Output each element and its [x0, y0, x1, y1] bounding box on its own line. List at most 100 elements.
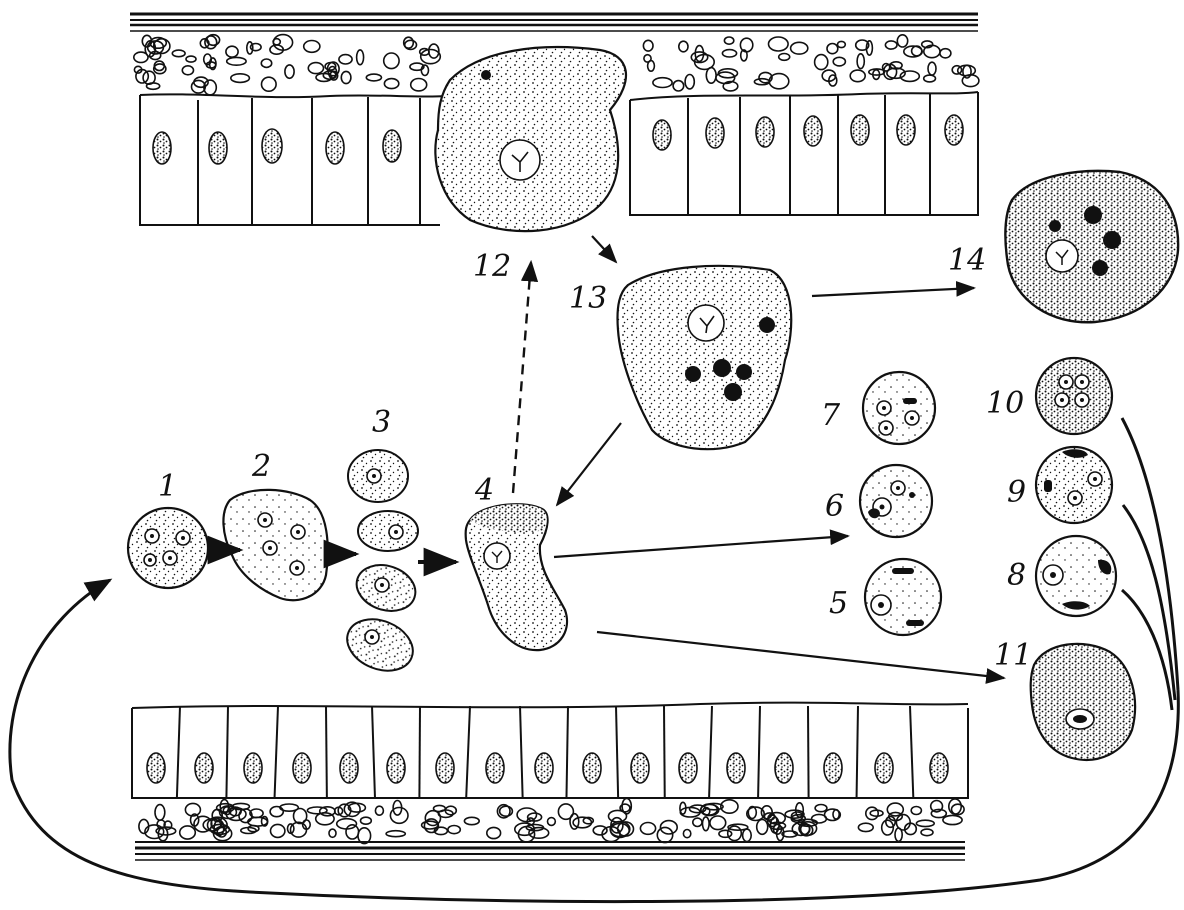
tissue-cell	[270, 807, 283, 817]
cell-1-mature-cyst	[128, 508, 208, 588]
cell-5-uninucleate-cyst	[865, 559, 941, 635]
tissue-cell	[924, 75, 936, 82]
tissue-cell	[683, 830, 690, 838]
tissue-cell	[643, 40, 653, 51]
tissue-cell	[308, 63, 323, 74]
tissue-cell	[653, 78, 672, 88]
epithelial-cell-border	[910, 706, 913, 798]
tissue-cell	[866, 807, 878, 819]
tissue-cell	[280, 804, 298, 811]
tissue-cell	[791, 42, 808, 54]
cell-11-dark-amoeba	[1031, 644, 1135, 760]
tissue-cell	[952, 66, 961, 74]
epithelial-cell-border	[419, 706, 420, 798]
tissue-cell	[928, 62, 936, 75]
tissue-cell	[931, 809, 946, 817]
tissue-cell	[329, 829, 336, 837]
tissue-cell	[361, 817, 372, 824]
tissue-cell	[227, 57, 246, 65]
arrow-4-to-12-dashed	[513, 262, 531, 493]
tissue-cell	[180, 826, 196, 839]
tissue-cell	[833, 810, 839, 819]
label-stage-4: 4	[474, 473, 494, 508]
epithelial-cell-border	[520, 706, 523, 798]
tissue-cell	[870, 810, 883, 816]
arrow-12-to-13	[592, 236, 616, 262]
epithelial-nucleus	[824, 753, 842, 783]
label-stage-7: 7	[821, 398, 841, 433]
epithelial-nucleus	[583, 753, 601, 783]
tissue-cell	[685, 75, 694, 89]
epithelial-cell-border	[758, 706, 760, 798]
tissue-cell	[341, 71, 351, 83]
label-stage-5: 5	[829, 586, 848, 621]
tissue-cell	[285, 65, 294, 78]
tissue-cell	[949, 799, 961, 814]
tissue-cell	[248, 817, 268, 826]
tissue-cell	[724, 37, 733, 44]
tissue-cell	[673, 81, 684, 91]
tissue-cell	[366, 74, 381, 81]
cell-4-luminal-form	[466, 504, 567, 650]
tissue-cell	[896, 815, 910, 830]
epithelial-nucleus	[293, 753, 311, 783]
tissue-cell	[779, 54, 790, 61]
epithelial-nucleus	[727, 753, 745, 783]
cell-9-cyst	[1036, 447, 1112, 523]
tissue-cell	[858, 823, 873, 831]
epithelial-nucleus	[486, 753, 504, 783]
tissue-cell	[570, 814, 579, 829]
cell-6-cyst	[860, 465, 932, 537]
tissue-cell	[850, 70, 865, 82]
tissue-cell	[885, 41, 897, 49]
epithelial-nucleus	[436, 753, 454, 783]
label-stage-1: 1	[158, 469, 177, 504]
tissue-cell	[827, 44, 838, 54]
tissue-cell	[386, 831, 405, 837]
tissue-cell	[231, 74, 250, 83]
epithelial-cell-border	[326, 706, 327, 798]
epithelial-cell-border	[709, 706, 712, 798]
tissue-cell	[916, 820, 934, 826]
cell-14-dark-trophozoite	[1005, 171, 1178, 322]
tissue-cell	[261, 59, 271, 67]
tissue-cell	[757, 820, 768, 835]
epithelial-nucleus	[387, 753, 405, 783]
tissue-cell	[304, 41, 320, 53]
tissue-cell	[648, 61, 655, 72]
cell-12-invasive-trophozoite	[435, 47, 626, 231]
tissue-cell	[384, 79, 398, 89]
tissue-cell	[357, 50, 364, 65]
tissue-cell	[182, 66, 193, 75]
cell-7-binucleate-cyst	[863, 372, 935, 444]
tissue-cell	[593, 826, 607, 835]
label-stage-2: 2	[251, 449, 271, 484]
label-stage-3: 3	[372, 405, 391, 440]
tissue-cell	[857, 54, 864, 69]
cell-8-cyst	[1036, 536, 1116, 616]
epithelial-cell-border	[466, 706, 470, 798]
epithelial-cell-border	[275, 706, 278, 798]
epithelial-cell-border	[226, 706, 228, 798]
tissue-cell	[769, 37, 789, 51]
tissue-cell	[316, 813, 334, 825]
label-stage-12: 12	[473, 249, 511, 284]
tissue-cell	[924, 45, 940, 57]
epithelial-cell-border	[372, 706, 375, 798]
tissue-cell	[679, 41, 688, 52]
tissue-cell	[339, 55, 352, 64]
label-stage-14: 14	[948, 243, 986, 278]
tissue-cell	[815, 55, 828, 70]
upper-epithelium-right	[630, 92, 978, 215]
tissue-cell	[226, 46, 238, 57]
tissue-cell	[838, 41, 846, 47]
label-stage-8: 8	[1007, 558, 1026, 593]
epithelial-cell-border	[566, 706, 568, 798]
epithelial-cell-border	[664, 706, 665, 798]
epithelial-nucleus	[535, 753, 553, 783]
tissue-cell	[728, 826, 742, 840]
label-stage-11: 11	[994, 638, 1032, 673]
tissue-cell	[448, 826, 460, 834]
tissue-cell	[421, 65, 428, 75]
